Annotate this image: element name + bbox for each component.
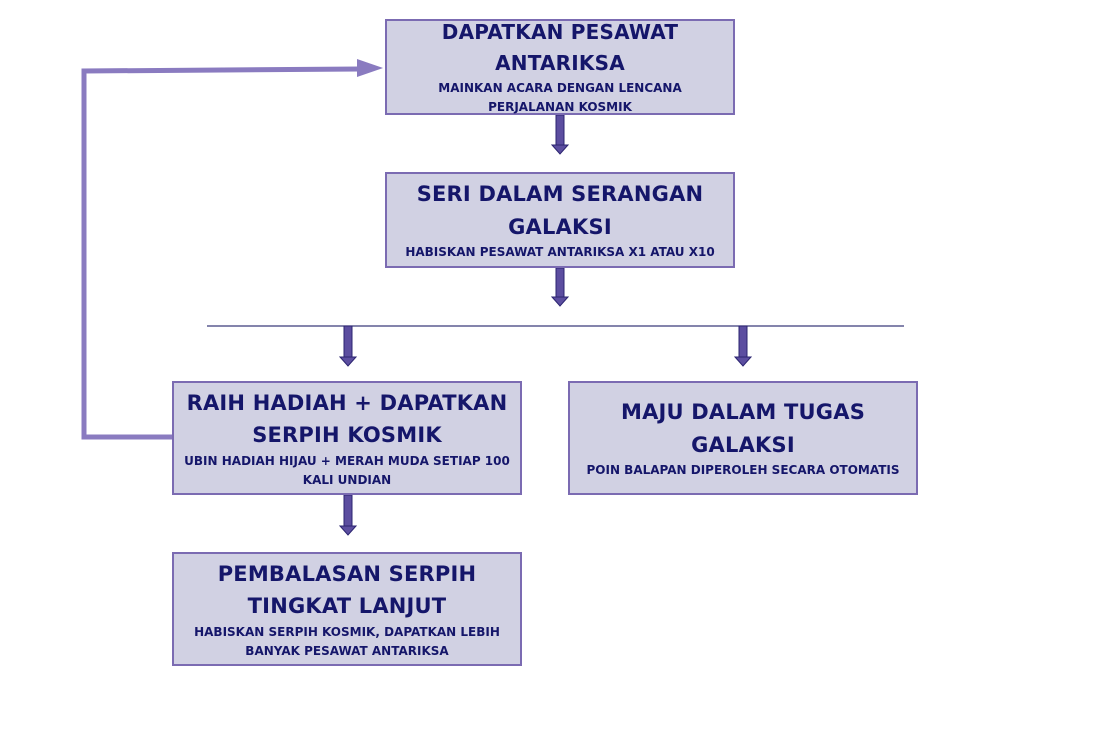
node-subtitle: Habiskan Serpih Kosmik, dapatkan lebih b… [194, 624, 500, 658]
down-arrow-1-to-2 [550, 114, 570, 155]
down-arrow-branch-to-4 [733, 325, 753, 367]
node-series-galaxy-attack: Seri dalam Serangan Galaksi Habiskan Pes… [385, 172, 735, 268]
node-galaxy-tasks: Maju dalam Tugas Galaksi Poin balapan di… [568, 381, 918, 495]
loop-arrowhead [357, 59, 383, 77]
node-subtitle: Mainkan Acara dengan Lencana Perjalanan … [438, 81, 682, 114]
node-advanced-shard-reward: Pembalasan Serpih Tingkat Lanjut Habiska… [172, 552, 522, 666]
node-subtitle: Habiskan Pesawat Antariksa x1 atau x10 [405, 245, 715, 260]
node-title: Pembalasan Serpih Tingkat Lanjut [217, 561, 477, 619]
node-subtitle: Ubin hadiah hijau + merah muda setiap 10… [184, 453, 510, 487]
down-arrow-2-to-branch [550, 267, 570, 307]
node-title: Maju dalam Tugas Galaksi [620, 400, 866, 457]
node-title: Raih Hadiah + Dapatkan Serpih Kosmik [186, 390, 508, 448]
loop-connector [81, 66, 361, 440]
down-arrow-3-to-5 [338, 494, 358, 536]
node-reward-cosmic-shards: Raih Hadiah + Dapatkan Serpih Kosmik Ubi… [172, 381, 522, 495]
node-title: Dapatkan Pesawat Antariksa [441, 20, 679, 76]
node-title: Seri dalam Serangan Galaksi [416, 182, 704, 239]
node-subtitle: Poin balapan diperoleh secara otomatis [586, 463, 900, 478]
down-arrow-branch-to-3 [338, 325, 358, 367]
node-get-spaceship: Dapatkan Pesawat Antariksa Mainkan Acara… [385, 19, 735, 115]
